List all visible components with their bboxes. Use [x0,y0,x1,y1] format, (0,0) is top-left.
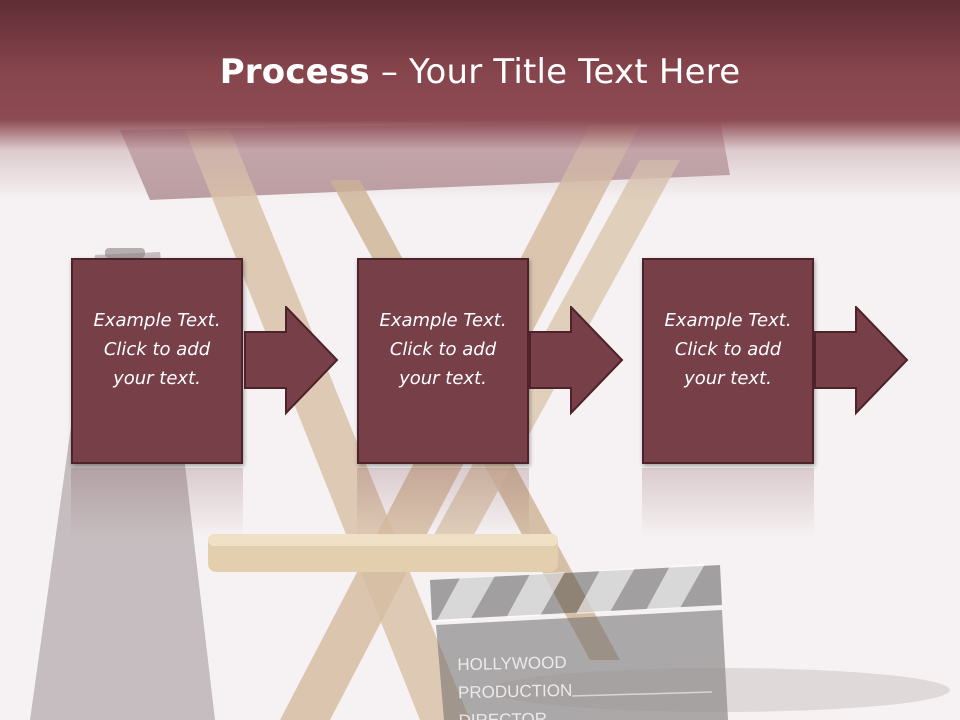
armrest-highlight [208,534,558,546]
title-bold: Process [219,52,370,92]
step-1-line-1: Example Text. [93,309,221,331]
clapperboard-line-3: DIRECTOR [458,709,548,720]
title-bar [0,0,960,200]
process-step-1[interactable]: Example Text. Click to add your text. [71,258,243,464]
title-rest: – Your Title Text Here [369,52,741,92]
process-step-3[interactable]: Example Text. Click to add your text. [642,258,814,464]
arrow-right-icon[interactable] [529,306,625,416]
ground-shadow [490,668,950,712]
arrow-right-icon[interactable] [244,306,340,416]
step-3-line-3: your text. [684,367,772,389]
slide-title[interactable]: Process – Your Title Text Here [0,52,960,92]
step-3-line-2: Click to add [674,338,782,360]
step-3-reflection [642,468,814,538]
clapperboard-line-1: HOLLYWOOD [457,652,567,675]
clapperboard-text: HOLLYWOOD PRODUCTION DIRECTOR [457,649,573,720]
clapperboard-body [436,610,728,720]
step-3-line-1: Example Text. [664,309,792,331]
process-step-2[interactable]: Example Text. Click to add your text. [357,258,529,464]
step-1-text[interactable]: Example Text. Click to add your text. [93,306,220,393]
megaphone-cap [105,248,145,258]
step-2-line-2: Click to add [389,338,497,360]
clapperboard-line-2: PRODUCTION [457,680,573,703]
step-2-line-3: your text. [399,367,487,389]
step-1-line-2: Click to add [103,338,211,360]
step-1-reflection [71,468,243,538]
step-2-text[interactable]: Example Text. Click to add your text. [379,306,506,393]
clapperboard-line [571,691,713,697]
step-3-text[interactable]: Example Text. Click to add your text. [664,306,791,393]
step-2-reflection [357,468,529,538]
step-1-line-3: your text. [113,367,201,389]
clapperboard-sticks [430,564,722,622]
arrow-right-icon[interactable] [814,306,910,416]
step-2-line-1: Example Text. [379,309,507,331]
